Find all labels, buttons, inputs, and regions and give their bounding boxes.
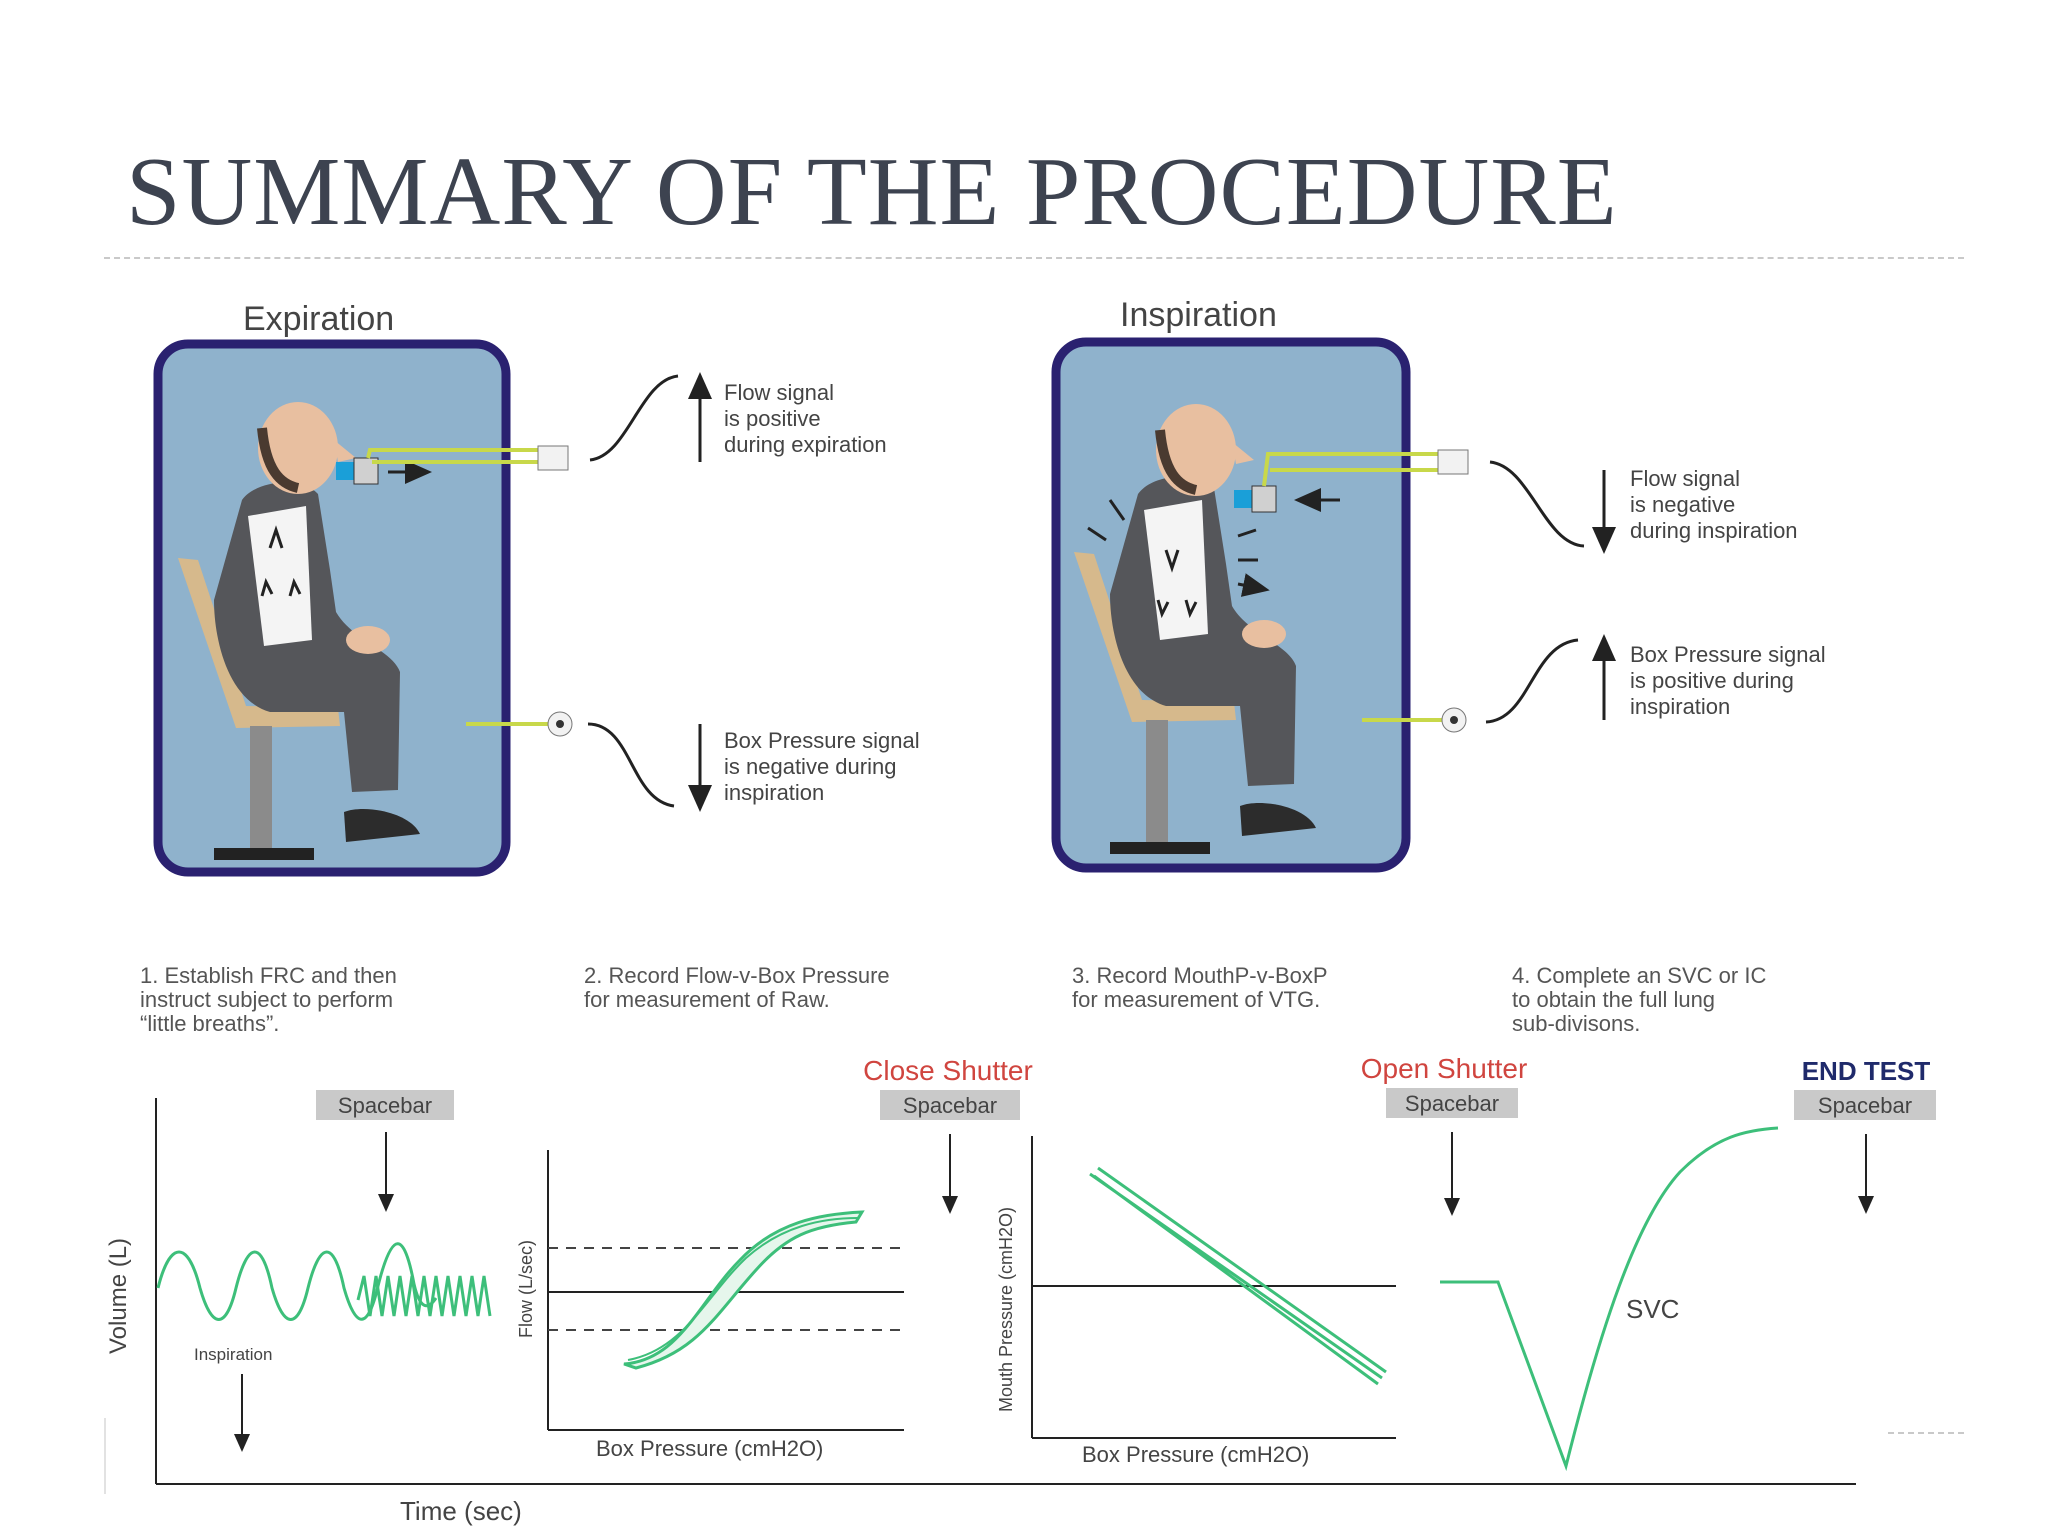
tidal-trace: [156, 1242, 438, 1321]
expiration-panel: Expiration: [153, 300, 926, 877]
expiration-box-note: Box Pressure signal is negative during i…: [724, 728, 926, 805]
svc-trace: [1440, 1126, 1779, 1472]
inspiration-panel: Inspiration: [1051, 296, 1832, 873]
end-test-label: END TEST: [1802, 1056, 1931, 1086]
spacebar-label-2: Spacebar: [903, 1093, 997, 1118]
step-3: 3. Record MouthP-v-BoxP for measurement …: [1072, 963, 1328, 1012]
slide-title: SUMMARY OF THE PROCEDURE: [126, 138, 1618, 246]
corner-divider: [1888, 1432, 1964, 1434]
spacebar-label-4: Spacebar: [1818, 1093, 1912, 1118]
spacebar-label-3: Spacebar: [1405, 1091, 1499, 1116]
inspiration-flow-note: Flow signal is negative during inspirati…: [1630, 466, 1798, 543]
inspiration-box-note: Box Pressure signal is positive during i…: [1630, 642, 1832, 719]
procedure-graph: Volume (L) Time (sec) Inspiration Spaceb…: [105, 1053, 1936, 1526]
title-divider: [104, 257, 1964, 259]
time-axis-label: Time (sec): [400, 1496, 522, 1526]
inspiration-heading: Inspiration: [1120, 296, 1277, 334]
expiration-heading: Expiration: [243, 300, 394, 338]
spacebar-box-2: [880, 1090, 1020, 1120]
box-pressure-axis-label-1: Box Pressure (cmH2O): [596, 1436, 823, 1461]
open-shutter-label: Open Shutter: [1361, 1053, 1528, 1084]
expiration-box-curve: [587, 722, 675, 808]
step-2: 2. Record Flow-v-Box Pressure for measur…: [584, 963, 890, 1012]
step-1: 1. Establish FRC and then instruct subje…: [140, 963, 397, 1036]
inspiration-subject: [1074, 404, 1469, 854]
expiration-flow-note: Flow signal is positive during expiratio…: [724, 380, 887, 457]
inspiration-label: Inspiration: [194, 1345, 272, 1364]
spacebar-box-4: [1794, 1090, 1936, 1120]
spacebar-label-1: Spacebar: [338, 1093, 432, 1118]
flow-loop: [623, 1210, 865, 1370]
mouth-pressure-axis-label: Mouth Pressure (cmH2O): [996, 1207, 1016, 1412]
spacebar-box-3: [1386, 1088, 1518, 1118]
step-4: 4. Complete an SVC or IC to obtain the f…: [1512, 963, 1767, 1036]
svc-label: SVC: [1626, 1294, 1679, 1324]
volume-axis-label: Volume (L): [105, 1238, 132, 1354]
inspiration-flow-curve: [1489, 460, 1585, 548]
close-shutter-label: Close Shutter: [863, 1055, 1033, 1086]
left-edge-mark: [104, 1418, 106, 1494]
flow-axis-label: Flow (L/sec): [516, 1240, 536, 1338]
inspiration-box-curve: [1485, 638, 1579, 724]
box-pressure-axis-label-2: Box Pressure (cmH2O): [1082, 1442, 1309, 1467]
vtg-trace: [1089, 1166, 1387, 1386]
spacebar-box-1: [316, 1090, 454, 1120]
expiration-flow-curve: [589, 374, 679, 462]
expiration-subject: [178, 402, 573, 860]
little-breaths-trace: [356, 1275, 492, 1317]
